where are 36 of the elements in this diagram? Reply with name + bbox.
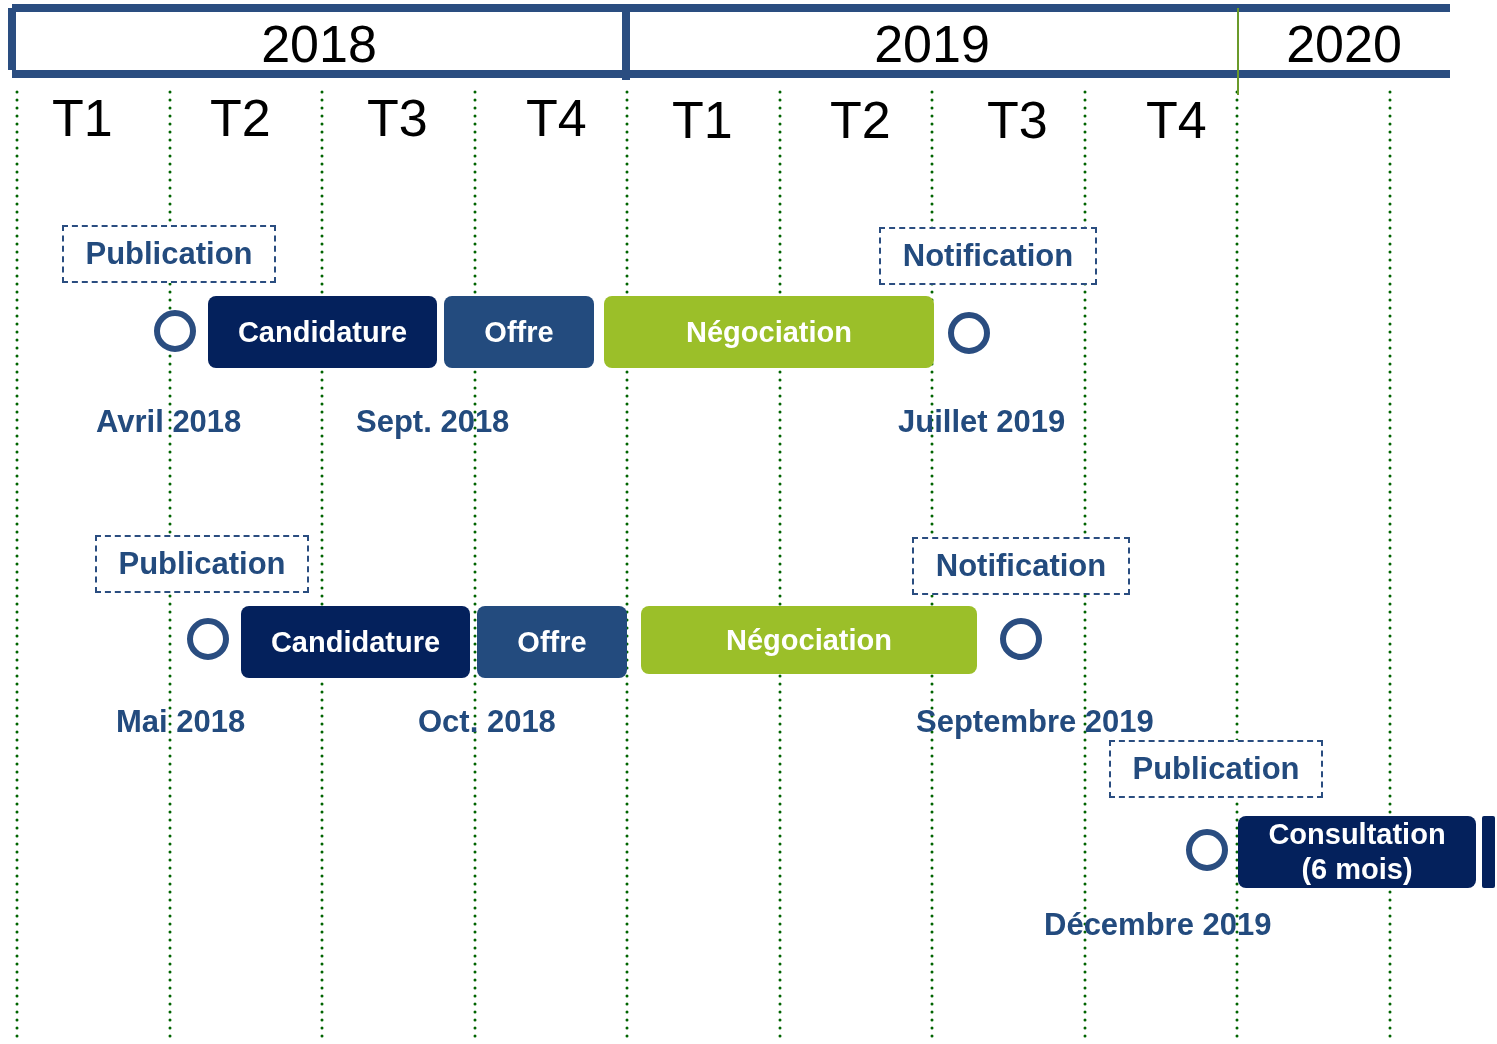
milestone-label: Notification	[879, 227, 1097, 285]
milestone-label: Notification	[912, 537, 1130, 595]
milestone-circle	[1186, 829, 1228, 871]
phase-bar: Offre	[477, 606, 627, 678]
milestone-circle	[154, 310, 196, 352]
phase-bar: Offre	[444, 296, 594, 368]
phase-bar: Consultation (6 mois)	[1238, 816, 1476, 888]
year-header: 2020	[1238, 8, 1450, 80]
milestone-label: Publication	[95, 535, 309, 593]
date-label: Sept. 2018	[356, 404, 510, 440]
phase-bar: Candidature	[208, 296, 437, 368]
date-label: Juillet 2019	[898, 404, 1066, 440]
quarter-label: T3	[367, 88, 428, 148]
phase-bar: Négociation	[641, 606, 977, 674]
phase-bar	[1482, 816, 1495, 888]
quarter-label: T1	[52, 88, 113, 148]
quarter-label: T2	[210, 88, 271, 148]
quarter-label: T1	[672, 90, 733, 150]
quarter-label: T3	[987, 90, 1048, 150]
date-label: Avril 2018	[96, 404, 242, 440]
milestone-circle	[1000, 618, 1042, 660]
milestone-label: Publication	[1109, 740, 1323, 798]
quarter-label: T4	[526, 88, 587, 148]
date-label: Décembre 2019	[1044, 907, 1272, 943]
milestone-circle	[948, 312, 990, 354]
phase-bar: Négociation	[604, 296, 934, 368]
date-label: Septembre 2019	[916, 704, 1154, 740]
date-label: Mai 2018	[116, 704, 246, 740]
year-header: 2019	[626, 8, 1238, 80]
date-label: Oct. 2018	[418, 704, 556, 740]
milestone-circle	[187, 618, 229, 660]
quarter-label: T2	[830, 90, 891, 150]
phase-bar: Candidature	[241, 606, 470, 678]
year-header: 2018	[12, 8, 626, 80]
milestone-label: Publication	[62, 225, 276, 283]
quarter-label: T4	[1146, 90, 1207, 150]
